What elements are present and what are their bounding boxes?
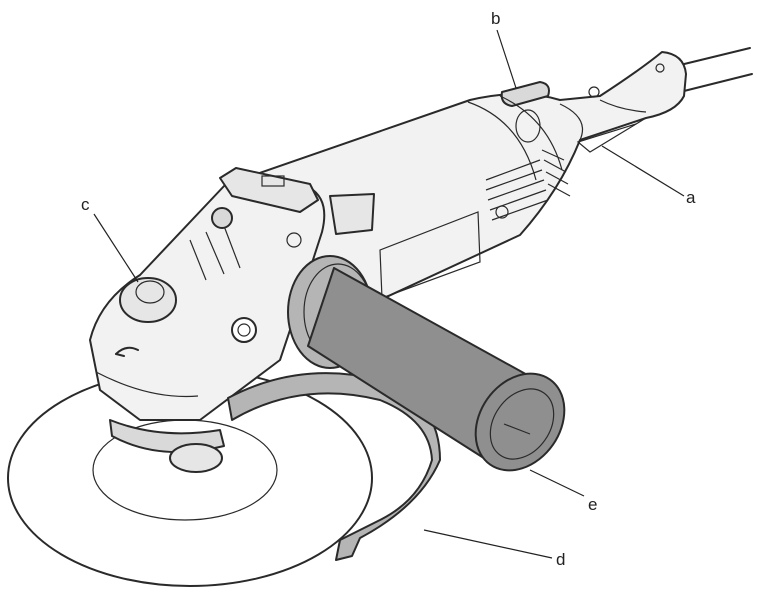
leader-e bbox=[529, 469, 585, 497]
callout-e: e bbox=[588, 495, 597, 514]
callout-labels: a b c d e bbox=[81, 9, 696, 569]
motor-housing bbox=[224, 51, 687, 306]
callout-d: d bbox=[556, 550, 565, 569]
leader-lines bbox=[93, 29, 685, 559]
leader-c bbox=[93, 213, 139, 283]
ventilation-slots bbox=[485, 149, 571, 221]
leader-a bbox=[601, 145, 685, 197]
callout-c: c bbox=[81, 195, 90, 214]
power-cord bbox=[675, 47, 753, 93]
callout-a: a bbox=[686, 188, 696, 207]
gear-head bbox=[89, 167, 375, 473]
callout-b: b bbox=[491, 9, 500, 28]
side-handle bbox=[287, 255, 566, 472]
leader-d bbox=[423, 529, 553, 559]
leader-b bbox=[496, 29, 517, 89]
